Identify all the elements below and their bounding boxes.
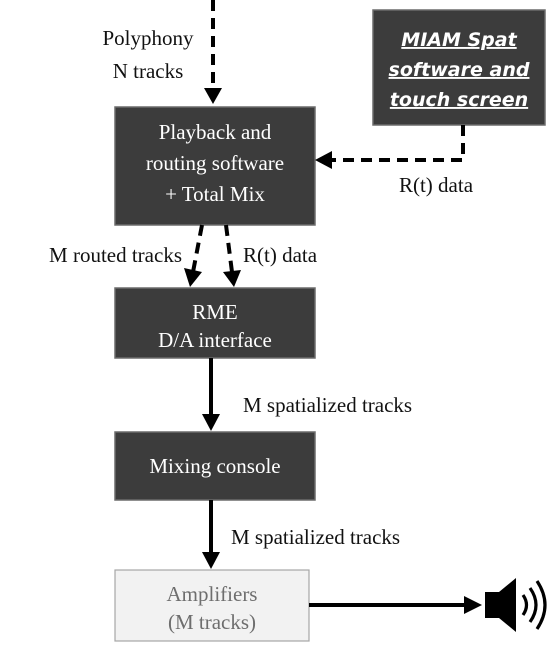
miam-label-line3: touch screen bbox=[390, 89, 528, 111]
m-spatialized-tracks-label-1: M spatialized tracks bbox=[243, 393, 412, 417]
amplifiers-label-line1: Amplifiers bbox=[167, 582, 258, 606]
playback-label-line1: Playback and bbox=[159, 120, 272, 144]
m-routed-tracks-label: M routed tracks bbox=[49, 243, 182, 267]
rt-down-arrow-head bbox=[223, 270, 241, 287]
mixing-console-box bbox=[114, 431, 316, 501]
rme-to-mixer-arrow-head bbox=[202, 414, 220, 431]
speaker-icon bbox=[485, 578, 547, 632]
rme-da-interface-box bbox=[114, 287, 316, 359]
m-routed-arrow-line bbox=[191, 224, 204, 273]
rt-data-down-label: R(t) data bbox=[243, 243, 318, 267]
amp-to-speaker-arrow-head bbox=[464, 596, 482, 614]
mixer-to-amp-arrow-head bbox=[202, 552, 220, 569]
m-spatialized-tracks-label-2: M spatialized tracks bbox=[231, 525, 400, 549]
playback-label-line3: + Total Mix bbox=[165, 182, 265, 206]
miam-label-line2: software and bbox=[389, 59, 530, 81]
miam-label-line1: MIAM Spat bbox=[401, 29, 517, 51]
mixing-console-label: Mixing console bbox=[149, 454, 280, 478]
rt-data-arrow-line bbox=[330, 125, 465, 162]
polyphony-arrow-head bbox=[204, 88, 222, 104]
m-routed-arrow-head bbox=[184, 268, 202, 287]
polyphony-label-line2: N tracks bbox=[113, 59, 184, 83]
rt-data-arrow-head bbox=[315, 151, 332, 169]
playback-routing-box bbox=[114, 106, 316, 226]
polyphony-label-line1: Polyphony bbox=[102, 26, 194, 50]
miam-spat-box bbox=[372, 9, 546, 126]
amplifiers-box bbox=[114, 569, 310, 642]
playback-label-line2: routing software bbox=[146, 151, 284, 175]
rme-label-line1: RME bbox=[192, 300, 238, 324]
rt-down-arrow-line bbox=[224, 224, 234, 273]
rme-label-line2: D/A interface bbox=[158, 328, 272, 352]
amplifiers-label-line2: (M tracks) bbox=[168, 610, 256, 634]
rt-data-right-label: R(t) data bbox=[399, 173, 474, 197]
